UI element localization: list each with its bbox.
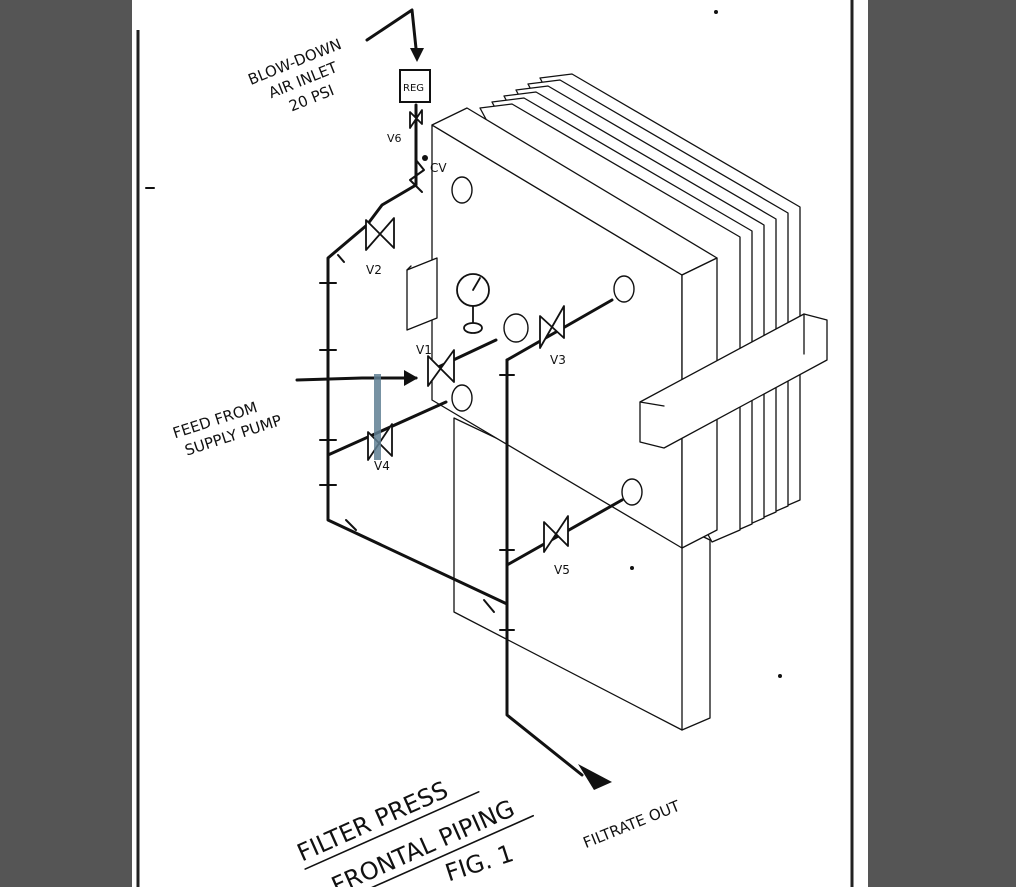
- air-inlet-arrow: [410, 48, 424, 62]
- speck: [778, 674, 782, 678]
- filtrate-arrow: [578, 764, 612, 790]
- pipe-ticks: [319, 254, 515, 631]
- valve-v3-label: V3: [550, 353, 566, 367]
- filter-press-diagram: BLOW-DOWN AIR INLET 20 PSI REG V6 CV V2 …: [136, 0, 854, 887]
- check-valve-label: CV: [430, 161, 447, 175]
- air-inlet-label: BLOW-DOWN AIR INLET 20 PSI: [245, 35, 344, 115]
- valve-v1-label: V1: [416, 343, 432, 357]
- valve-v2-label: V2: [366, 263, 382, 277]
- pressure-gauge: [456, 273, 490, 334]
- valve-v5-label: V5: [554, 563, 570, 577]
- highlight-marker: [374, 374, 381, 460]
- valve-v2: [365, 217, 395, 251]
- feed-arrow: [404, 370, 418, 386]
- check-valve-symbol: [409, 159, 425, 193]
- filtrate-label: FILTRATE OUT: [580, 796, 683, 852]
- check-valve-dot: [422, 155, 428, 161]
- valve-v4-label: V4: [374, 459, 390, 473]
- regulator-label: REG: [403, 83, 424, 94]
- document-page: BLOW-DOWN AIR INLET 20 PSI REG V6 CV V2 …: [132, 0, 868, 887]
- speck: [714, 10, 718, 14]
- ports: [451, 176, 643, 506]
- valve-v6-label: V6: [387, 132, 402, 145]
- valve-v5: [543, 515, 569, 553]
- regulator-box: [399, 69, 431, 103]
- speck: [630, 566, 634, 570]
- valve-v6: [409, 109, 423, 129]
- filter-press-body: [406, 73, 828, 731]
- feed-label: FEED FROM SUPPLY PUMP: [171, 398, 284, 459]
- valve-v3: [539, 305, 565, 349]
- valve-v1: [427, 349, 455, 387]
- piping: [295, 8, 624, 777]
